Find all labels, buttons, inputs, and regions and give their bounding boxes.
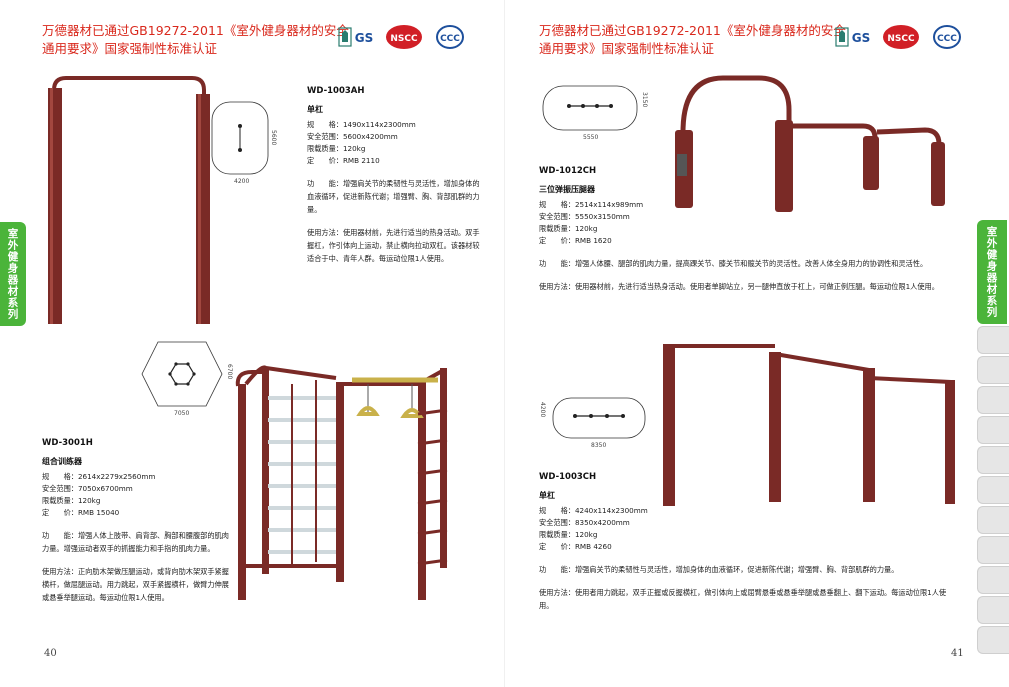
section-tab[interactable] xyxy=(977,326,1009,354)
svg-text:CCC: CCC xyxy=(937,34,957,44)
usage-text: 使用方法：使用者用力跳起，双手正握或反握横杠，做引体向上或屈臂悬垂或悬垂举腿或悬… xyxy=(539,588,947,610)
section-tab[interactable] xyxy=(977,506,1009,534)
function-text: 功 能：增强人体腰、腿部的肌肉力量，提高踝关节、膝关节和髋关节的灵活性。改善人体… xyxy=(539,259,928,268)
product-name: 单杠 xyxy=(539,491,555,500)
single-bar-illustration xyxy=(44,70,224,328)
ccc-logo-icon: CCC xyxy=(927,24,967,50)
gs-logo-icon: GS xyxy=(338,24,378,50)
section-tab[interactable] xyxy=(977,566,1009,594)
section-tab[interactable] xyxy=(977,446,1009,474)
section-tabs: 室外健身器材系列 xyxy=(977,220,1009,656)
svg-text:CCC: CCC xyxy=(440,34,460,44)
model-number: WD-1012CH xyxy=(539,166,597,176)
spec-list: 规 格：4240x114x2300mm 安全范围：8350x4200mm 限载质… xyxy=(539,506,648,551)
certification-logos: GS NSCC CCC xyxy=(835,24,967,50)
model-number: WD-1003CH xyxy=(539,472,597,482)
svg-text:GS: GS xyxy=(852,31,871,45)
certification-headline: 万德器材已通过GB19272-2011《室外健身器材的安全通用要求》国家强制性标… xyxy=(539,23,846,56)
series-side-tab: 室外健身器材系列 xyxy=(0,222,26,326)
section-tab[interactable] xyxy=(977,536,1009,564)
long-single-bar-illustration xyxy=(661,340,961,510)
spec-list: 规 格：2514x114x989mm 安全范围：5550x3150mm 限载质量… xyxy=(539,200,644,245)
spec-list: 规 格：1490x114x2300mm 安全范围：5600x4200mm 限载质… xyxy=(307,120,416,165)
gs-logo-icon: GS xyxy=(835,24,875,50)
plan-view-bottom: 4200 8350 xyxy=(539,396,647,449)
section-tab[interactable] xyxy=(977,626,1009,654)
right-page: 万德器材已通过GB19272-2011《室外健身器材的安全通用要求》国家强制性标… xyxy=(505,0,1009,687)
section-tab[interactable] xyxy=(977,476,1009,504)
product-name: 单杠 xyxy=(307,105,323,114)
product-info-top: WD-1012CH 三位弹振压腿器 规 格：2514x114x989mm 安全范… xyxy=(539,166,959,293)
plan-view-top: 5600 4200 xyxy=(210,100,277,185)
page-number: 40 xyxy=(44,648,57,659)
certification-headline: 万德器材已通过GB19272-2011《室外健身器材的安全通用要求》国家强制性标… xyxy=(42,23,349,56)
nscc-logo-icon: NSCC xyxy=(384,24,424,50)
svg-text:NSCC: NSCC xyxy=(390,34,418,44)
product-info-bottom: WD-3001H 组合训练器 规 格：2614x2279x2560mm 安全范围… xyxy=(42,438,232,604)
function-text: 功 能：增强肩关节的柔韧性与灵活性，增加身体的血液循环，促进新陈代谢；增强臂、胸… xyxy=(539,565,899,574)
certification-logos: GS NSCC CCC xyxy=(338,24,470,50)
function-text: 功 能：增强人体上肢带、肩背部、胸部和腰腹部的肌肉力量。增强运动者双手的抓握能力… xyxy=(42,531,229,553)
product-name: 组合训练器 xyxy=(42,457,82,466)
usage-text: 使用方法：使用器材前，先进行适当的热身活动。双手握杠，作引体向上运动，禁止横向拉… xyxy=(307,228,480,263)
model-number: WD-1003AH xyxy=(307,86,365,96)
leg-press-illustration xyxy=(663,70,963,220)
spec-list: 规 格：2614x2279x2560mm 安全范围：7050x6700mm 限载… xyxy=(42,472,156,517)
product-info-bottom: WD-1003CH 单杠 规 格：4240x114x2300mm 安全范围：83… xyxy=(539,472,959,612)
product-name: 三位弹振压腿器 xyxy=(539,185,595,194)
product-info-top: WD-1003AH 单杠 规 格：1490x114x2300mm 安全范围：56… xyxy=(307,86,485,265)
function-text: 功 能：增强肩关节的柔韧性与灵活性，增加身体的血液循环，促进新陈代谢；增强臂、胸… xyxy=(307,179,480,214)
usage-text: 使用方法：正向肋木架做压腿运动，或背向肋木架双手紧握横杆，做屈腿运动。用力跳起，… xyxy=(42,567,229,602)
section-tab[interactable] xyxy=(977,386,1009,414)
svg-text:NSCC: NSCC xyxy=(887,34,915,44)
section-tab[interactable] xyxy=(977,416,1009,444)
ccc-logo-icon: CCC xyxy=(430,24,470,50)
book-spine xyxy=(503,0,506,687)
model-number: WD-3001H xyxy=(42,438,93,448)
plan-view-top: 3150 5550 xyxy=(541,84,648,141)
usage-text: 使用方法：使用器材前，先进行适当热身活动。使用者单脚站立，另一腿伸直放于杠上，可… xyxy=(539,282,939,291)
nscc-logo-icon: NSCC xyxy=(881,24,921,50)
series-side-tab[interactable]: 室外健身器材系列 xyxy=(977,220,1007,324)
page-number: 41 xyxy=(951,648,964,659)
combination-trainer-illustration xyxy=(232,354,468,606)
left-page: 万德器材已通过GB19272-2011《室外健身器材的安全通用要求》国家强制性标… xyxy=(0,0,504,687)
section-tab[interactable] xyxy=(977,596,1009,624)
plan-view-bottom: 6700 7050 xyxy=(140,340,233,417)
svg-text:GS: GS xyxy=(355,31,374,45)
section-tab[interactable] xyxy=(977,356,1009,384)
